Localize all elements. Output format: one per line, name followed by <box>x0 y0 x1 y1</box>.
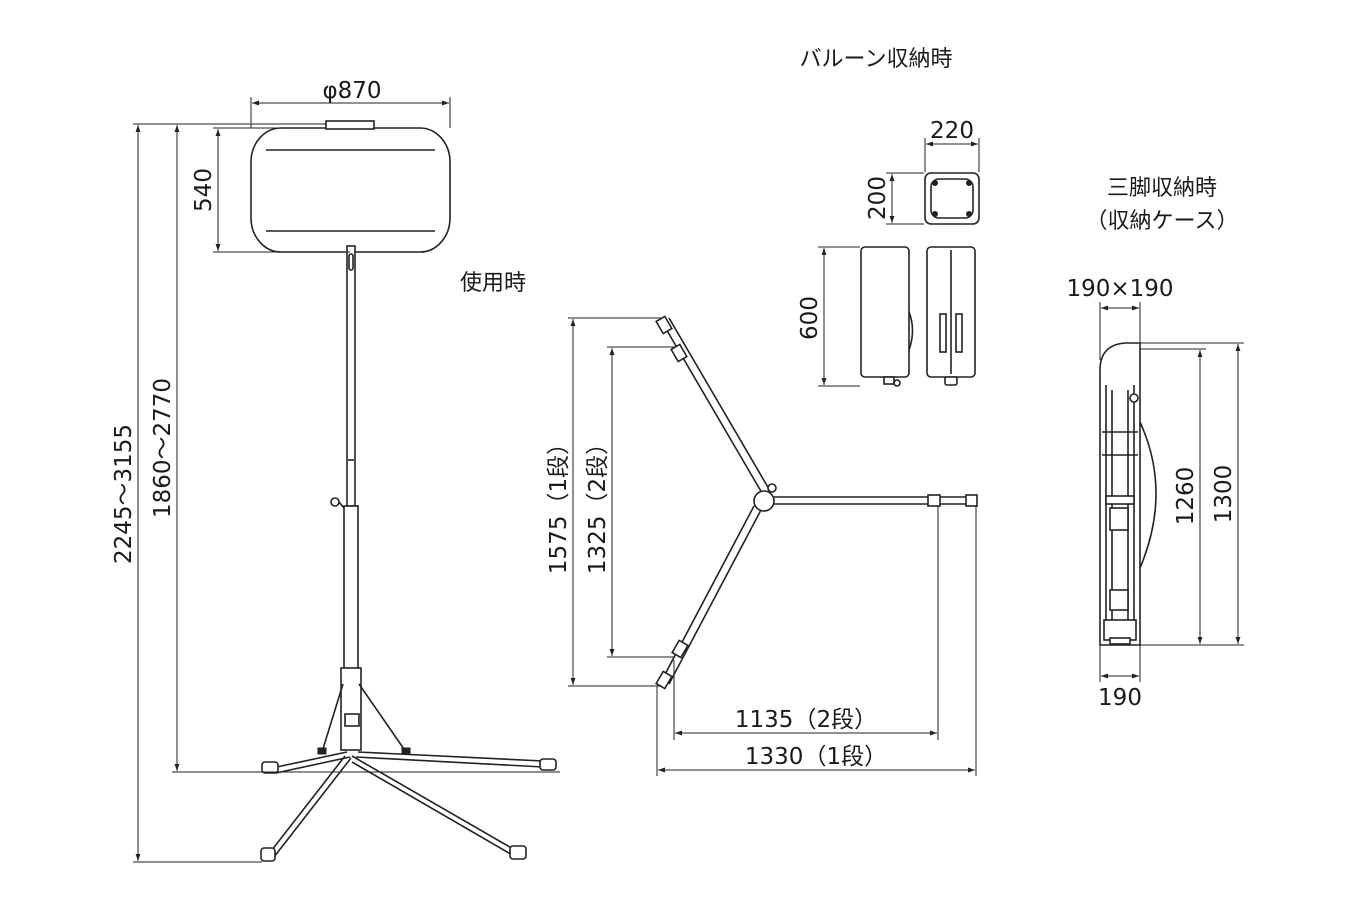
case-top-inner <box>930 178 974 219</box>
label-balloon-stored: バルーン収納時 <box>800 47 953 72</box>
leg-front-right-foot <box>509 845 527 860</box>
arm-upper-joint <box>670 343 688 363</box>
dim-leg-1-stage-h: 1330（1段） <box>745 744 887 770</box>
dim-balloon-height: 540 <box>191 168 217 212</box>
balloon-body <box>250 127 451 253</box>
pole-lower <box>343 505 359 671</box>
label-tripod-stored-2: （収納ケース） <box>1086 209 1239 234</box>
arm-right-joint <box>927 494 941 507</box>
leg-front-right <box>351 755 516 851</box>
tripod-hub <box>340 667 362 751</box>
dim-leg-1-stage-v: 1575（1段） <box>546 432 572 574</box>
brace-left-foot <box>317 747 327 755</box>
label-in-use: 使用時 <box>460 271 526 296</box>
dim-tripod-case-section: 190×190 <box>1066 276 1173 302</box>
dim-pole-height: 1860～2770 <box>150 378 176 518</box>
brace-right-foot <box>401 747 411 755</box>
leg-right-foot <box>539 758 557 771</box>
leg-left <box>271 751 348 769</box>
brace-left <box>321 683 344 753</box>
tripod-center-knob <box>767 483 777 493</box>
balloon-top-handle <box>325 120 375 130</box>
dim-case-width: 220 <box>930 118 974 144</box>
leg-front-right-b <box>351 761 515 857</box>
dim-total-height: 2245～3155 <box>111 424 137 564</box>
tripod-stored-view: 三脚収納時 （収納ケース） 190×190 190 1260 1300 <box>1066 176 1244 711</box>
tripod-center <box>753 490 775 512</box>
dim-tripod-case-outer-height: 1300 <box>1211 465 1237 524</box>
dim-balloon-diameter: φ870 <box>322 78 381 104</box>
pole-clamp-stem <box>338 501 345 509</box>
dim-leg-2-stage-h: 1135（2段） <box>735 707 877 733</box>
arm-upper-b <box>668 317 770 490</box>
leg-right <box>357 751 544 762</box>
balloon-stored-view: バルーン収納時 220 200 600 <box>797 47 980 387</box>
leg-front-left-foot <box>260 847 276 862</box>
leg-left-foot <box>261 761 279 774</box>
dim-case-depth: 200 <box>865 176 891 220</box>
arm-lower-joint <box>671 639 689 659</box>
arm-right-tip <box>965 494 978 507</box>
case-front-valve <box>944 376 958 386</box>
leg-right-b <box>355 756 544 768</box>
dim-tripod-case-width: 190 <box>1098 685 1142 711</box>
brace-right <box>358 683 407 753</box>
leg-front-left-b <box>273 757 352 858</box>
tripod-case-bulge <box>1139 421 1157 569</box>
leg-left-b <box>275 756 351 774</box>
case-side <box>860 246 910 378</box>
dim-case-height: 600 <box>797 296 823 340</box>
dim-leg-2-stage-v: 1325（2段） <box>585 432 611 574</box>
tripod-top-view: 1575（1段） 1325（2段） 1135（2段） 1330（1段） <box>546 315 978 776</box>
in-use-view: φ870 540 2245～3155 1860～2770 使用時 <box>111 78 560 863</box>
leg-front-left <box>267 755 346 856</box>
label-tripod-stored-1: 三脚収納時 <box>1107 176 1217 201</box>
pole-upper <box>346 245 356 507</box>
arm-lower-b <box>668 509 762 685</box>
case-side-bulge <box>908 311 914 351</box>
dim-tripod-case-inner-height: 1260 <box>1173 467 1199 526</box>
pole-clamp-knob <box>330 497 340 507</box>
tripod-clamp <box>344 713 360 727</box>
pole-hook <box>348 253 354 271</box>
arm-upper-tip <box>655 315 673 335</box>
case-side-valve <box>883 376 895 385</box>
